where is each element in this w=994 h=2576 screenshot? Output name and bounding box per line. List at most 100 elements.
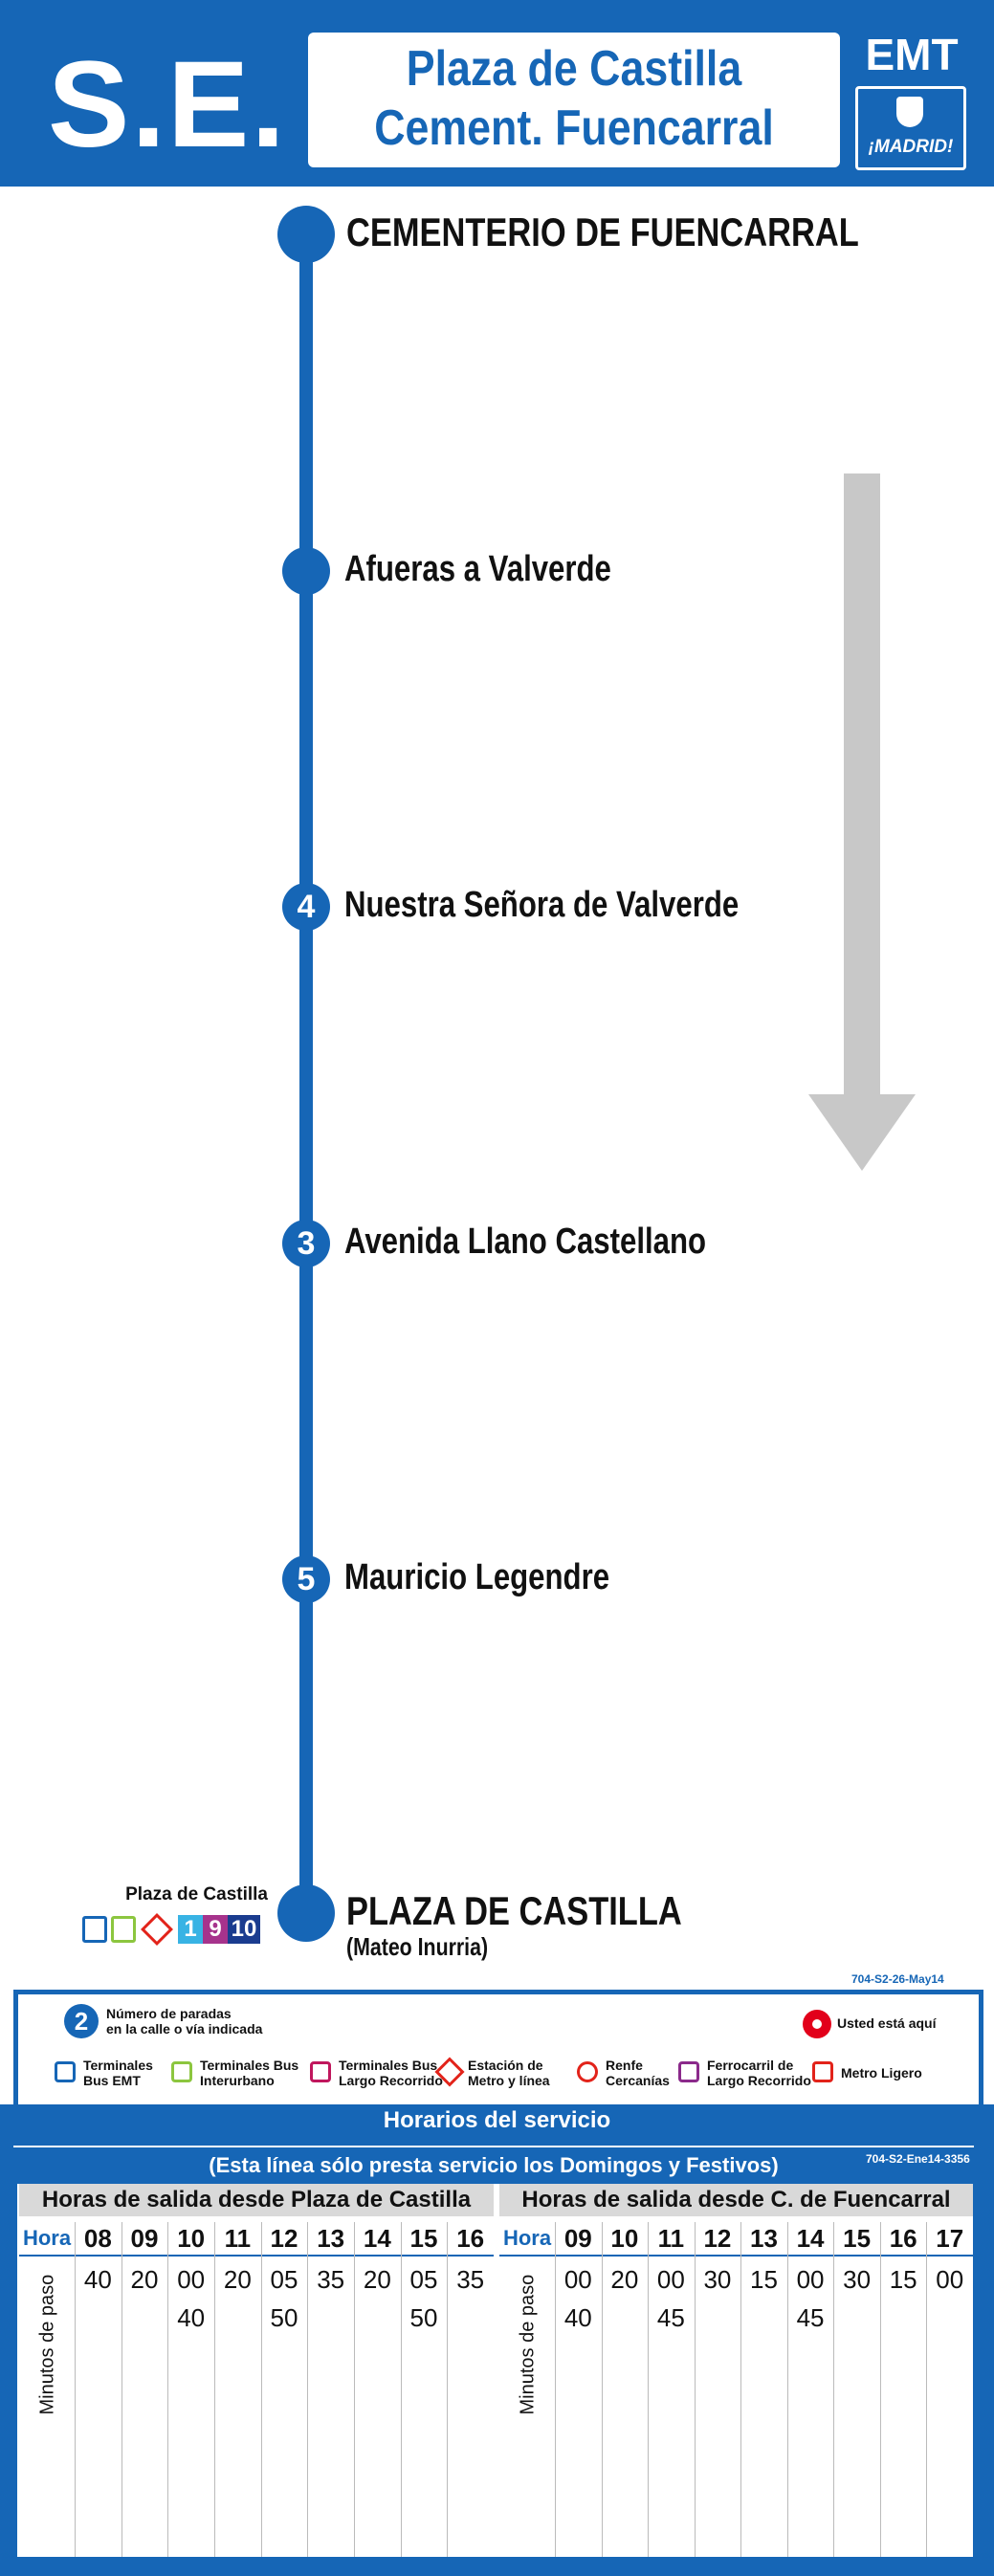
operator-logo: EMT — [865, 30, 959, 79]
minute-value: 00 — [563, 2265, 592, 2294]
legend-label: Terminales — [83, 2058, 153, 2073]
you-are-here-icon — [803, 2010, 831, 2038]
minute-value: 20 — [223, 2265, 252, 2294]
schedule-title: Horarios del servicio — [383, 2107, 611, 2133]
legend-label: Renfe — [606, 2058, 643, 2073]
column-divider — [354, 2222, 355, 2557]
stop-count-text-2: en la calle o vía indicada — [106, 2021, 263, 2037]
you-are-here-label: Usted está aquí — [837, 2015, 937, 2031]
schedule-ref: 704-S2-Ene14-3356 — [866, 2152, 970, 2166]
column-divider — [601, 2222, 603, 2557]
column-divider — [214, 2222, 215, 2557]
minute-value: 45 — [656, 2303, 685, 2332]
minute-value: 15 — [750, 2265, 778, 2294]
minute-value: 05 — [409, 2265, 438, 2294]
minutes-cell: 35 — [307, 2260, 354, 2299]
hour-cell: 13 — [750, 2224, 778, 2253]
minutes-cell: 00 — [926, 2260, 973, 2299]
legend-label: Largo Recorrido — [339, 2073, 443, 2088]
stop-count-number: 5 — [297, 1561, 316, 1597]
minutes-cell: 20 — [602, 2260, 649, 2299]
minutes-cell: 30 — [695, 2260, 741, 2299]
minutes-cell: 20 — [354, 2260, 401, 2299]
column-divider — [555, 2222, 556, 2557]
column-divider — [400, 2222, 402, 2557]
legend-label: Cercanías — [606, 2073, 670, 2088]
minute-value: 20 — [610, 2265, 639, 2294]
minutes-cell: 20 — [121, 2260, 168, 2299]
hour-cell: 10 — [610, 2224, 639, 2253]
stop-name: Avenida Llano Castellano — [344, 1222, 707, 1262]
minute-value: 30 — [843, 2265, 872, 2294]
stop-marker: 4 — [282, 883, 330, 931]
minute-value: 00 — [796, 2265, 825, 2294]
legend-label: Metro y línea — [468, 2073, 550, 2088]
hour-cell: 09 — [130, 2224, 159, 2253]
stop-name: PLAZA DE CASTILLA — [346, 1888, 682, 1933]
column-divider — [260, 2222, 262, 2557]
bus-interurban-icon — [111, 1916, 136, 1943]
minute-value: 35 — [317, 2265, 345, 2294]
minute-value: 45 — [796, 2303, 825, 2332]
hour-cell: 12 — [270, 2224, 298, 2253]
minute-value: 50 — [270, 2303, 298, 2332]
hour-cell: 11 — [224, 2224, 252, 2253]
train-long-distance-icon — [678, 2061, 699, 2082]
line-code: S.E. — [48, 36, 287, 173]
stop-count-number: 3 — [297, 1225, 316, 1262]
minutes-label: Minutos de paso — [36, 2274, 58, 2415]
minute-value: 00 — [936, 2265, 964, 2294]
minute-value: 20 — [363, 2265, 391, 2294]
minute-value: 15 — [889, 2265, 917, 2294]
column-divider — [879, 2222, 881, 2557]
stop-name: CEMENTERIO DE FUENCARRAL — [346, 209, 859, 254]
legend: 2 Número de paradas en la calle o vía in… — [13, 1990, 983, 2109]
minutes-label: Minutos de paso — [517, 2274, 539, 2415]
terminal-stop-marker — [277, 1884, 335, 1942]
stop-count-text-1: Número de paradas — [106, 2006, 232, 2021]
minute-value: 20 — [130, 2265, 159, 2294]
hour-cell: 16 — [889, 2224, 917, 2253]
hour-cell: 09 — [563, 2224, 592, 2253]
hour-cell: 15 — [843, 2224, 872, 2253]
column-divider — [167, 2222, 169, 2557]
hour-cell: 11 — [657, 2224, 685, 2253]
column-divider — [121, 2222, 122, 2557]
column-divider — [447, 2222, 449, 2557]
renfe-icon — [577, 2061, 598, 2082]
hour-cell: 17 — [936, 2224, 964, 2253]
column-divider — [786, 2222, 788, 2557]
stop-subname: (Mateo Inurria) — [346, 1932, 489, 1961]
direction-arrow-head-icon — [808, 1094, 916, 1171]
minutes-cell: 35 — [447, 2260, 494, 2299]
hour-cell: 10 — [177, 2224, 206, 2253]
metro-line-badge: 10 — [228, 1915, 260, 1944]
hour-label: Hora — [502, 2226, 552, 2250]
bus-emt-icon — [82, 1916, 107, 1943]
madrid-shield-icon — [896, 97, 923, 127]
minute-value: 40 — [177, 2303, 206, 2332]
route-ref: 704-S2-26-May14 — [851, 1972, 944, 1986]
minutes-cell: 40 — [75, 2260, 121, 2299]
stop-count-badge: 2 — [64, 2004, 99, 2038]
minutes-cell: 20 — [214, 2260, 261, 2299]
legend-label: Bus EMT — [83, 2073, 141, 2088]
route-line — [299, 234, 313, 1918]
minutes-cell: 30 — [833, 2260, 880, 2299]
metro-line-badge: 1 — [178, 1915, 203, 1944]
hour-label: Hora — [22, 2226, 72, 2250]
transfer-place-name: Plaza de Castilla — [125, 1884, 268, 1904]
column-divider — [75, 2222, 76, 2557]
destination-line-1: Plaza de Castilla — [406, 41, 742, 97]
hour-cell: 12 — [703, 2224, 732, 2253]
